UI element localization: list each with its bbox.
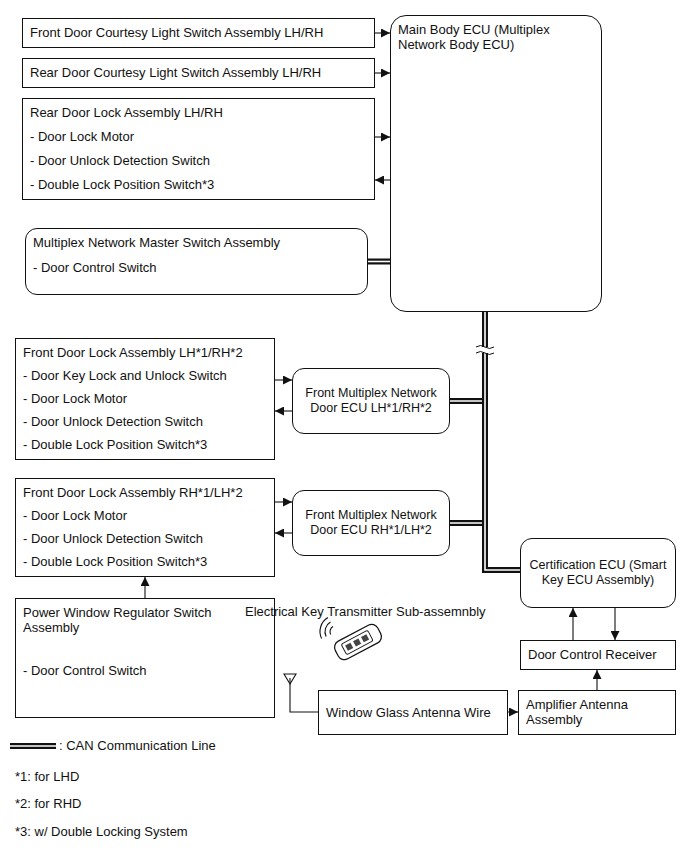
signal-arrow	[508, 712, 518, 713]
component-box: Rear Door Lock Assembly LH/RH - Door Lock…	[22, 98, 375, 200]
box-item: - Door Key Lock and Unlock Switch	[23, 368, 227, 383]
box-title: Door Control Receiver	[528, 647, 657, 662]
box-title: Amplifier Antenna Assembly	[526, 697, 668, 727]
box-title: Multiplex Network Master Switch Assembly	[33, 235, 280, 250]
box-item: - Door Lock Motor	[30, 129, 134, 144]
key-transmitter	[332, 622, 384, 662]
component-box: Window Glass Antenna Wire	[318, 690, 508, 735]
box-item: - Door Control Switch	[33, 260, 157, 275]
signal-arrow	[275, 411, 292, 412]
signal-arrow	[375, 137, 390, 138]
signal-waves	[320, 618, 333, 639]
signal-arrow	[375, 33, 390, 34]
footnote: *3: w/ Double Locking System	[15, 824, 188, 839]
can-line-sample	[10, 739, 56, 753]
signal-arrow	[275, 380, 292, 381]
box-title: Front Multiplex Network Door ECU RH*1/LH…	[301, 508, 441, 538]
box-title: Front Door Lock Assembly RH*1/LH*2	[23, 485, 243, 500]
box-title: Rear Door Courtesy Light Switch Assembly…	[30, 65, 321, 80]
ecu-box: Main Body ECU (Multiplex Network Body EC…	[390, 15, 602, 312]
box-title: Front Door Courtesy Light Switch Assembl…	[30, 25, 323, 40]
box-item: - Door Control Switch	[23, 663, 147, 678]
signal-arrow	[615, 608, 616, 640]
box-item: - Door Unlock Detection Switch	[23, 531, 203, 546]
box-item: - Double Lock Position Switch*3	[23, 554, 207, 569]
part-label: Electrical Key Transmitter Sub-assemnbly	[245, 604, 486, 619]
ecu-box: Certification ECU (Smart Key ECU Assembl…	[520, 538, 676, 608]
ecu-box: Multiplex Network Master Switch Assembly…	[25, 228, 368, 295]
ecu-box: Front Multiplex Network Door ECU LH*1/RH…	[292, 368, 450, 434]
box-title: Front Door Lock Assembly LH*1/RH*2	[23, 345, 243, 360]
component-box: Front Door Lock Assembly RH*1/LH*2 - Door…	[15, 478, 275, 577]
component-box: Front Door Courtesy Light Switch Assembl…	[22, 18, 375, 48]
box-title: Rear Door Lock Assembly LH/RH	[30, 105, 223, 120]
box-item: - Door Unlock Detection Switch	[30, 153, 210, 168]
box-title: Front Multiplex Network Door ECU LH*1/RH…	[301, 386, 441, 416]
can-line	[450, 312, 485, 523]
can-line	[450, 312, 485, 401]
box-title: Window Glass Antenna Wire	[326, 705, 491, 720]
box-item: - Door Lock Motor	[23, 508, 127, 523]
signal-arrow	[275, 533, 292, 534]
signal-arrow	[573, 608, 574, 640]
box-item: - Double Lock Position Switch*3	[30, 177, 214, 192]
antenna-symbol	[284, 674, 318, 712]
box-item: - Door Lock Motor	[23, 391, 127, 406]
can-line	[368, 261, 390, 262]
box-title: Main Body ECU (Multiplex Network Body EC…	[398, 22, 594, 52]
box-title: Power Window Regulator Switch Assembly	[23, 605, 228, 635]
footnote: *1: for LHD	[15, 769, 79, 784]
footnote: *2: for RHD	[15, 796, 81, 811]
component-box: Rear Door Courtesy Light Switch Assembly…	[22, 58, 375, 88]
signal-arrow	[375, 73, 390, 74]
legend-entry: : CAN Communication Line	[10, 738, 216, 753]
box-item: - Double Lock Position Switch*3	[23, 437, 207, 452]
break-mark	[476, 346, 494, 355]
box-title: Certification ECU (Smart Key ECU Assembl…	[529, 558, 667, 588]
box-item: - Door Unlock Detection Switch	[23, 414, 203, 429]
signal-arrow	[145, 577, 146, 598]
signal-arrow	[275, 502, 292, 503]
ecu-box: Front Multiplex Network Door ECU RH*1/LH…	[292, 490, 450, 556]
component-box: Amplifier Antenna Assembly	[518, 690, 676, 735]
component-box: Door Control Receiver	[520, 640, 676, 670]
signal-arrow	[597, 670, 598, 690]
legend-text: : CAN Communication Line	[59, 738, 216, 753]
component-box: Power Window Regulator Switch Assembly - …	[15, 598, 275, 718]
component-box: Front Door Lock Assembly LH*1/RH*2 - Door…	[15, 338, 275, 460]
signal-arrow	[375, 180, 390, 181]
